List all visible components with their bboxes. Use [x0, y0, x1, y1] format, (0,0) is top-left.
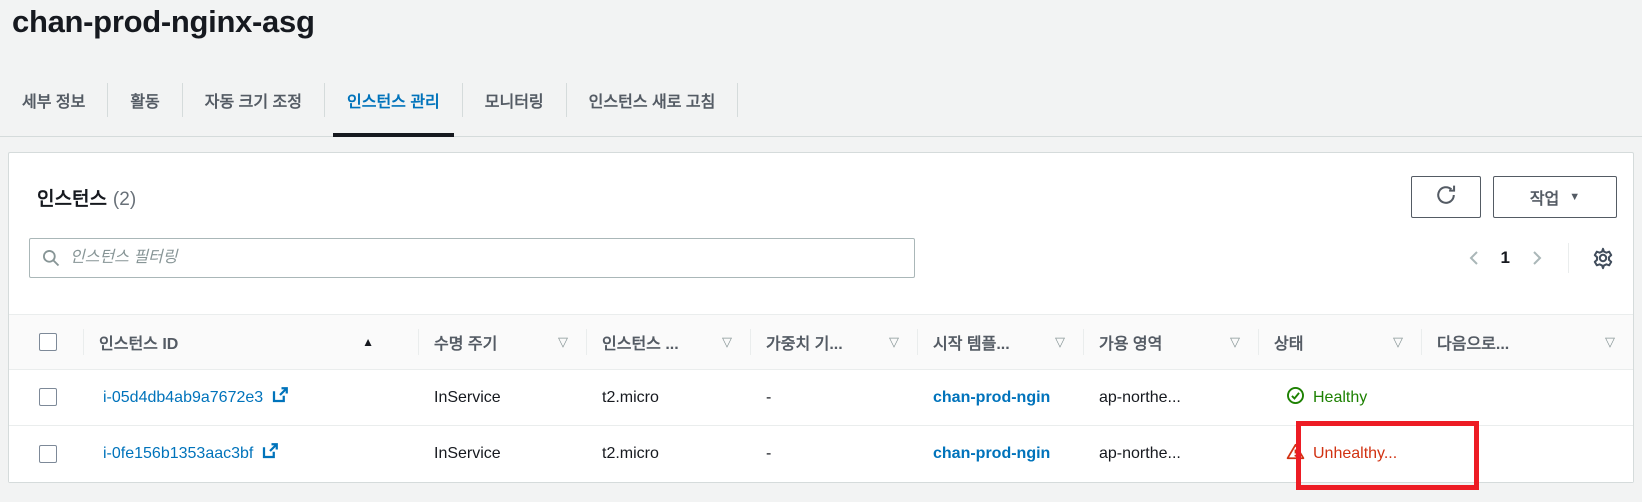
tab-instance-refresh[interactable]: 인스턴스 새로 고침 [588, 94, 716, 111]
panel-header: 인스턴스(2) 작업 ▼ [9, 153, 1633, 227]
row-checkbox[interactable] [39, 444, 57, 463]
column-header-status[interactable]: 상태▽ [1258, 314, 1421, 370]
tab-divider [565, 83, 567, 117]
weight-cell: - [750, 369, 917, 426]
refresh-icon [1435, 184, 1457, 211]
instances-panel: 인스턴스(2) 작업 ▼ [8, 152, 1634, 483]
healthy-check-icon [1286, 386, 1305, 410]
instance-filter-input[interactable] [29, 238, 915, 278]
instance-type-cell: t2.micro [586, 369, 750, 426]
table-row: i-05d4db4ab9a7672e3 InService t2.micro -… [9, 369, 1633, 426]
actions-button-label: 작업 [1529, 191, 1560, 208]
instance-count: (2) [112, 188, 137, 210]
sort-toggle-icon[interactable]: ▽ [1605, 334, 1615, 349]
sort-toggle-icon[interactable]: ▽ [558, 334, 568, 349]
status-text: Unhealthy... [1313, 444, 1398, 462]
row-checkbox[interactable] [39, 388, 57, 407]
page-number[interactable]: 1 [1500, 248, 1510, 267]
sort-toggle-icon[interactable]: ▽ [1393, 334, 1403, 349]
column-header-instance-id[interactable]: 인스턴스 ID▲ [83, 314, 418, 370]
pagination: 1 [1463, 243, 1617, 273]
tab-divider [461, 83, 463, 117]
page-title: chan-prod-nginx-asg [12, 4, 315, 39]
panel-actions: 작업 ▼ [1411, 176, 1617, 218]
lifecycle-cell: InService [418, 425, 586, 482]
external-link-icon[interactable] [271, 386, 289, 409]
warning-triangle-icon [1286, 442, 1305, 466]
lifecycle-cell: InService [418, 369, 586, 426]
chevron-right-icon[interactable] [1524, 246, 1548, 270]
filter-row: 1 [9, 237, 1633, 279]
tab-activity[interactable]: 활동 [130, 94, 160, 111]
tab-divider [737, 83, 739, 117]
refresh-button[interactable] [1411, 176, 1481, 218]
column-header-lifecycle[interactable]: 수명 주기▽ [418, 314, 586, 370]
column-header-launch-template[interactable]: 시작 템플...▽ [917, 314, 1083, 370]
tab-bar: 세부 정보 활동 자동 크기 조정 인스턴스 관리 모니터링 인스턴스 새로 고… [0, 64, 1642, 137]
pagination-divider [1568, 243, 1569, 273]
tab-details[interactable]: 세부 정보 [22, 94, 86, 111]
panel-title: 인스턴스 [37, 188, 107, 210]
select-all-checkbox[interactable] [39, 332, 57, 351]
instance-type-cell: t2.micro [586, 425, 750, 482]
tab-divider [324, 83, 325, 117]
tab-instance-management[interactable]: 인스턴스 관리 [325, 64, 462, 137]
tab-monitoring[interactable]: 모니터링 [484, 94, 544, 111]
chevron-left-icon[interactable] [1463, 246, 1487, 270]
status-cell: Unhealthy... [1274, 442, 1411, 466]
status-cell: Healthy [1274, 386, 1411, 410]
table-header-row: 인스턴스 ID▲ 수명 주기▽ 인스턴스 ...▽ 가중치 기...▽ 시작 템… [9, 314, 1633, 370]
instance-id-link[interactable]: i-05d4db4ab9a7672e3 [103, 388, 264, 406]
external-link-icon[interactable] [261, 442, 279, 465]
tab-divider [181, 83, 183, 117]
launch-template-link[interactable]: chan-prod-ngin [933, 388, 1051, 406]
panel-title-group: 인스턴스(2) [37, 184, 136, 211]
availability-zone-cell: ap-northe... [1083, 369, 1258, 426]
gear-icon[interactable] [1589, 244, 1617, 272]
table-row: i-0fe156b1353aac3bf InService t2.micro -… [9, 425, 1633, 482]
instances-table: 인스턴스 ID▲ 수명 주기▽ 인스턴스 ...▽ 가중치 기...▽ 시작 템… [9, 314, 1633, 482]
launch-template-link[interactable]: chan-prod-ngin [933, 444, 1051, 462]
availability-zone-cell: ap-northe... [1083, 425, 1258, 482]
caret-down-icon: ▼ [1569, 190, 1581, 203]
sort-ascending-icon[interactable]: ▲ [362, 335, 374, 349]
column-header-next[interactable]: 다음으로...▽ [1421, 314, 1633, 370]
sort-toggle-icon[interactable]: ▽ [722, 334, 732, 349]
column-header-instance-type[interactable]: 인스턴스 ...▽ [586, 314, 750, 370]
weight-cell: - [750, 425, 917, 482]
column-header-availability-zone[interactable]: 가용 영역▽ [1083, 314, 1258, 370]
instance-id-link[interactable]: i-0fe156b1353aac3bf [103, 444, 254, 462]
sort-toggle-icon[interactable]: ▽ [1230, 334, 1240, 349]
search-box [29, 238, 915, 278]
tab-automatic-scaling[interactable]: 자동 크기 조정 [204, 94, 302, 111]
actions-button[interactable]: 작업 ▼ [1493, 176, 1617, 218]
sort-toggle-icon[interactable]: ▽ [889, 334, 899, 349]
tab-divider [107, 83, 109, 117]
sort-toggle-icon[interactable]: ▽ [1055, 334, 1065, 349]
column-header-weight[interactable]: 가중치 기...▽ [750, 314, 917, 370]
status-text: Healthy [1313, 388, 1368, 406]
